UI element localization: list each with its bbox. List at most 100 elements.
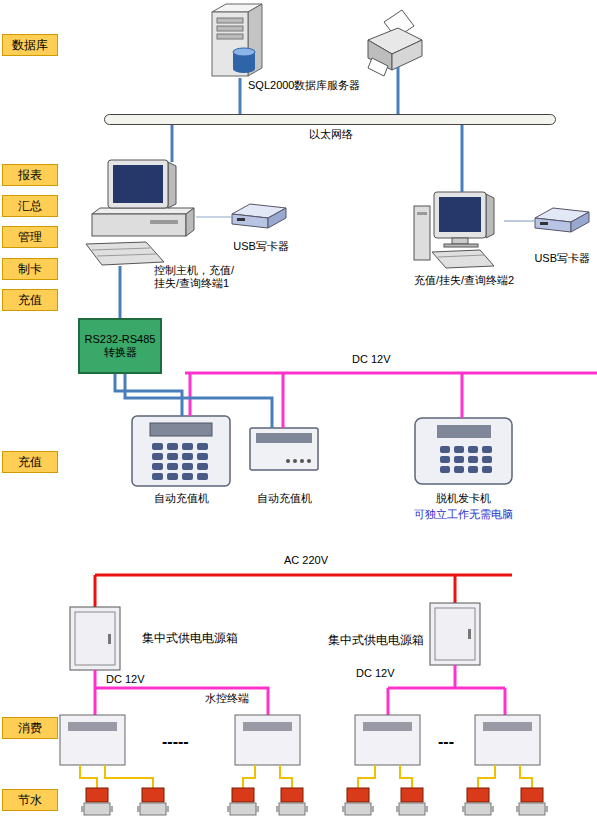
device-label: 可独立工作无需电脑 [414, 508, 513, 521]
solenoid-valve [81, 806, 84, 812]
solenoid-valve [166, 806, 169, 812]
usb-card-writer: USB写卡器 [535, 208, 589, 234]
network-cable [171, 125, 174, 162]
dc-power-line [95, 665, 505, 715]
annotation-label: DC 12V [352, 353, 391, 366]
recharge-machine-icon [300, 459, 304, 463]
solenoid-valve [491, 806, 494, 812]
card-issuer: 脱机发卡机可独立工作无需电脑 [415, 418, 512, 484]
printer-icon [397, 67, 400, 114]
computer-icon [168, 162, 176, 208]
card-issuer-icon [440, 446, 492, 473]
dc-power-line [185, 373, 597, 428]
computer-icon [186, 208, 194, 236]
valve-wire [520, 765, 532, 788]
device-label: RS232-RS485 转换器 [84, 333, 156, 359]
device-label: SQL2000数据库服务器 [248, 79, 360, 92]
recharge-machine-icon [197, 473, 208, 480]
recharge-machine-icon [256, 433, 312, 443]
ellipsis-mark: --- [438, 732, 454, 751]
category-tag: 汇总 [2, 195, 58, 217]
recharge-machine-icon [293, 459, 297, 463]
usb-card-writer: USB写卡器 [232, 204, 286, 230]
annotation-label: AC 220V [284, 554, 328, 567]
valve-wire [80, 765, 97, 788]
usb-reader-icon [535, 208, 589, 232]
ac-power-line [95, 574, 512, 577]
solenoid-valve [86, 788, 108, 802]
solenoid-valve [342, 806, 345, 812]
water-terminal-icon [235, 715, 300, 765]
card-issuer-icon [482, 446, 492, 453]
power-box-icon [108, 634, 111, 644]
usb-reader-icon [232, 204, 286, 228]
computer-icon [414, 192, 494, 268]
solenoid-valve [401, 788, 423, 802]
category-tag: 管理 [2, 226, 58, 248]
recharge-machine-icon [197, 453, 208, 460]
usb-reader-icon [232, 214, 268, 228]
dc-power-line [95, 688, 268, 715]
solenoid-valve [276, 806, 279, 812]
computer-icon [108, 160, 168, 208]
solenoid-valve [519, 803, 545, 815]
computer-icon [432, 250, 494, 268]
power-box-icon [435, 608, 475, 660]
recharge-machine-icon [250, 428, 318, 470]
solenoid-valve [81, 788, 548, 815]
solenoid-valve [516, 788, 548, 815]
recharge-machine-icon [152, 453, 163, 460]
solenoid-valve [142, 788, 164, 802]
computer-icon [86, 160, 194, 265]
computer-icon [92, 214, 186, 236]
server-icon [217, 26, 243, 31]
category-tag: 报表 [2, 164, 58, 186]
solenoid-valve [140, 803, 166, 815]
card-issuer-icon [482, 466, 492, 473]
tag-text: 充值 [18, 290, 42, 310]
solenoid-valve [81, 788, 113, 815]
computer-terminal: 充值/挂失/查询终端2 [412, 192, 504, 270]
tag-text: 节水 [18, 790, 42, 810]
power-supply-box: 集中式供电电源箱 [70, 607, 120, 670]
water-terminal-icon [483, 722, 532, 731]
valve-wire [358, 765, 375, 788]
recharge-machine-icon [152, 443, 208, 480]
computer-icon [438, 255, 484, 257]
protocol-converter: RS232-RS485 转换器 [78, 318, 162, 374]
database-server: SQL2000数据库服务器 [210, 4, 264, 78]
solenoid-valve [281, 788, 303, 802]
recharge-machine-icon [167, 453, 178, 460]
solenoid-valve [110, 806, 113, 812]
card-issuer-icon [454, 446, 464, 453]
ac-power-line [454, 575, 457, 603]
solenoid-valve [396, 788, 428, 815]
tag-text: 制卡 [18, 259, 42, 279]
ac-power-line [95, 575, 512, 607]
computer-icon [150, 220, 178, 224]
tag-text: 汇总 [18, 196, 42, 216]
network-cable [461, 125, 464, 192]
card-issuer-icon [440, 446, 450, 453]
recharge-machine-icon [167, 443, 178, 450]
network-cable [196, 216, 232, 217]
server-icon [212, 4, 262, 76]
solenoid-valve [467, 788, 489, 802]
solenoid-valve [521, 788, 543, 802]
valve-wire [280, 765, 292, 788]
recharge-machine-icon [167, 463, 178, 470]
recharge-machine-icon [167, 473, 178, 480]
ellipsis-mark: ----- [162, 732, 189, 751]
power-box-icon [468, 629, 471, 639]
computer-icon [439, 197, 481, 232]
recharge-machine-icon [182, 463, 193, 470]
annotation-label: DC 12V [356, 667, 395, 680]
recharge-machine-icon [132, 416, 230, 486]
computer-icon [92, 208, 194, 214]
solenoid-valve [256, 806, 259, 812]
water-terminal-icon [355, 715, 420, 765]
computer-icon [444, 244, 478, 247]
category-tag: 充值 [2, 289, 58, 311]
power-box-icon [70, 607, 120, 670]
